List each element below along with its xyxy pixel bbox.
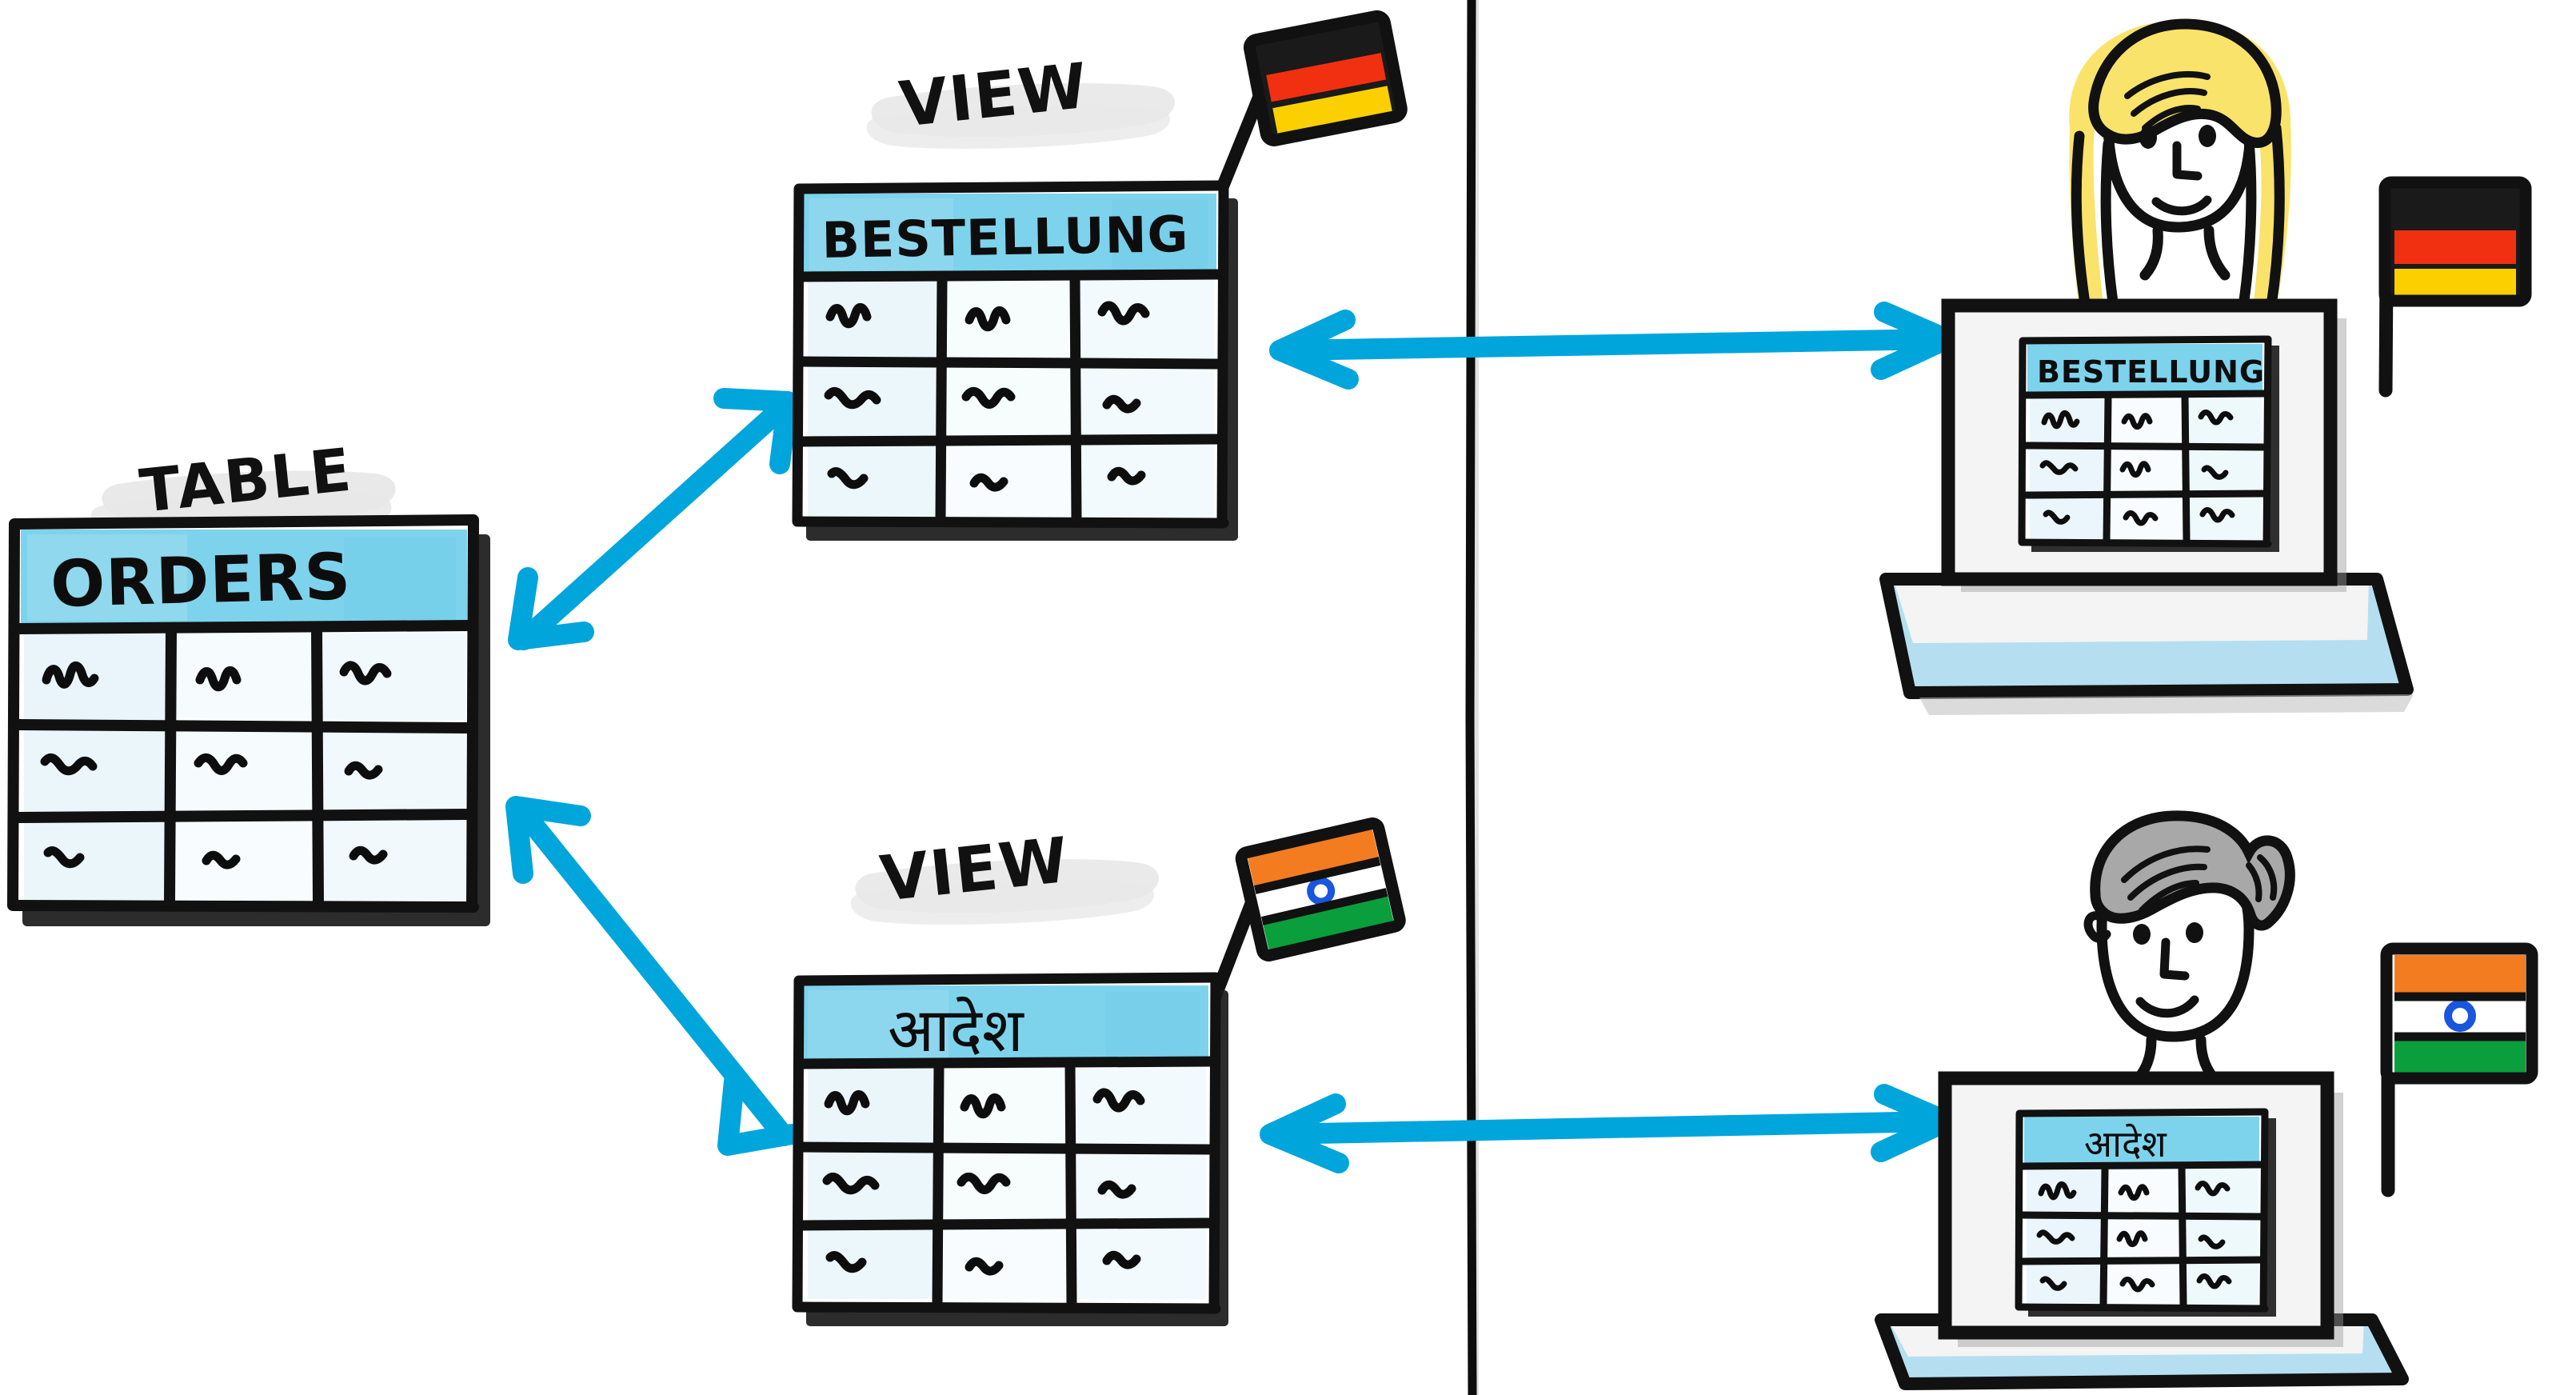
view-hindi-grid xyxy=(792,972,1221,1314)
german-flag-icon xyxy=(1209,10,1408,210)
arrow-german-view-to-consumer xyxy=(1269,302,1957,390)
source-table-group[interactable]: TABLE ORDERS xyxy=(7,436,490,926)
german-flag-icon-consumer xyxy=(2378,176,2532,398)
source-cell-tints xyxy=(24,632,465,901)
source-table-header: ORDERS xyxy=(50,539,352,622)
view-german-group[interactable]: VIEW BESTEL xyxy=(792,10,1408,541)
view-german-grid xyxy=(792,180,1229,529)
view-german-header: BESTELLUNG xyxy=(821,205,1189,270)
laptop-hindi-screen-header: आदेश xyxy=(2084,1122,2167,1165)
vertical-divider xyxy=(1465,0,1479,1395)
view-hindi-header: आदेश xyxy=(888,994,1024,1065)
arrow-table-to-german-view xyxy=(508,388,798,650)
blond-woman-avatar xyxy=(2069,18,2291,327)
view-caption-highlighter xyxy=(866,83,1176,149)
view-german-cell-tints xyxy=(808,280,1214,518)
laptop-hindi: आदेश xyxy=(1875,1071,2409,1390)
laptop-german-screen-table: BESTELLUNG xyxy=(2018,335,2279,552)
laptop-german: BESTELLUNG xyxy=(1879,298,2414,715)
arrow-hindi-view-to-consumer xyxy=(1260,1084,1957,1173)
laptop-german-screen-header: BESTELLUNG xyxy=(2037,354,2265,390)
gray-person-avatar xyxy=(2083,810,2295,1087)
indian-flag-icon-consumer xyxy=(2380,942,2538,1197)
view-hindi-caption-highlighter xyxy=(850,859,1160,925)
arrow-table-to-hindi-view xyxy=(505,796,802,1156)
consumer-german-group[interactable]: BESTELLUNG xyxy=(1879,18,2532,715)
consumer-hindi-group[interactable]: आदेश xyxy=(1875,810,2538,1390)
laptop-hindi-screen-table: आदेश xyxy=(2015,1108,2276,1317)
indian-flag-icon xyxy=(1208,817,1406,1006)
source-table-grid xyxy=(7,514,479,913)
view-hindi-group[interactable]: VIEW xyxy=(792,817,1406,1326)
